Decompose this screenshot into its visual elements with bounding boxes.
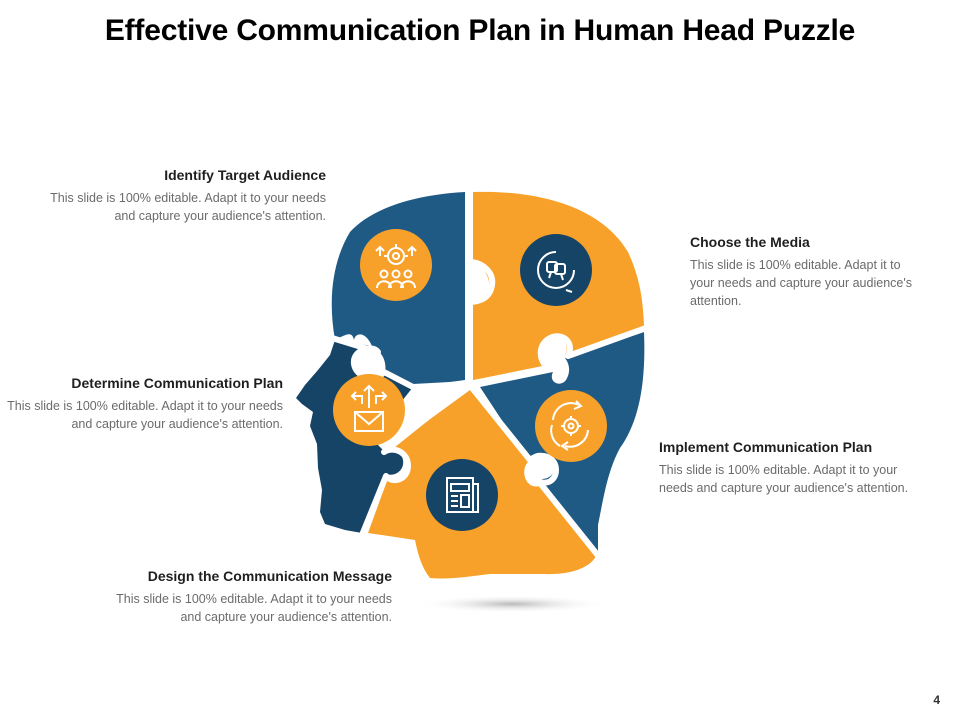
text-block-design: Design the Communication Message This sl… xyxy=(92,568,392,626)
block-heading: Design the Communication Message xyxy=(147,568,392,584)
text-block-media: Choose the Media This slide is 100% edit… xyxy=(690,234,915,310)
page-number: 4 xyxy=(933,693,940,707)
slide-title: Effective Communication Plan in Human He… xyxy=(104,14,856,47)
block-body: This slide is 100% editable. Adapt it to… xyxy=(690,258,912,308)
newspaper-icon xyxy=(426,459,498,531)
text-block-determine: Determine Communication Plan This slide … xyxy=(0,375,283,433)
block-heading: Choose the Media xyxy=(690,234,810,250)
media-chat-icon xyxy=(520,234,592,306)
block-heading: Implement Communication Plan xyxy=(659,439,873,455)
block-body: This slide is 100% editable. Adapt it to… xyxy=(116,592,392,624)
audience-target-icon xyxy=(360,229,432,301)
block-body: This slide is 100% editable. Adapt it to… xyxy=(50,191,326,223)
mail-direction-icon xyxy=(333,374,405,446)
head-shadow xyxy=(417,595,607,613)
gear-cycle-icon xyxy=(535,390,607,462)
block-body: This slide is 100% editable. Adapt it to… xyxy=(7,399,283,431)
puzzle-seams xyxy=(329,187,649,561)
block-heading: Determine Communication Plan xyxy=(71,375,283,391)
text-block-implement: Implement Communication Plan This slide … xyxy=(659,439,909,497)
text-block-identify: Identify Target Audience This slide is 1… xyxy=(26,167,326,225)
block-body: This slide is 100% editable. Adapt it to… xyxy=(659,463,909,495)
block-heading: Identify Target Audience xyxy=(164,167,326,183)
